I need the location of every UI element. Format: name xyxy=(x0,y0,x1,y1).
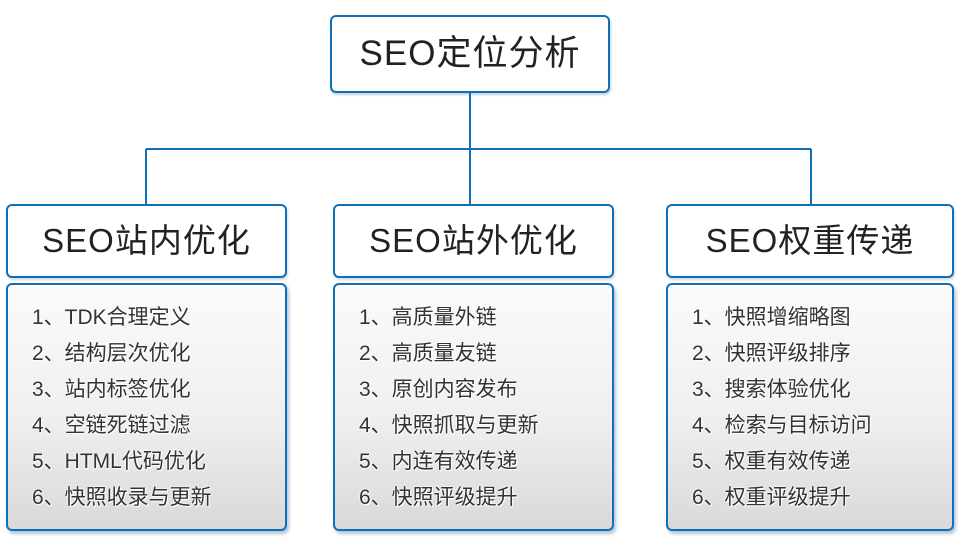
branch-items-offsite: 1、高质量外链 2、高质量友链 3、原创内容发布 4、快照抓取与更新 5、内连有… xyxy=(333,283,614,531)
list-item: 2、结构层次优化 xyxy=(32,342,191,365)
list-item: 2、高质量友链 xyxy=(359,342,497,365)
list-item: 3、搜索体验优化 xyxy=(692,378,851,401)
list-item: 5、HTML代码优化 xyxy=(32,450,206,473)
list-item: 4、快照抓取与更新 xyxy=(359,414,539,437)
list-item: 3、站内标签优化 xyxy=(32,378,191,401)
branch-node-onsite: SEO站内优化 xyxy=(6,204,287,278)
branch-items-onsite: 1、TDK合理定义 2、结构层次优化 3、站内标签优化 4、空链死链过滤 5、H… xyxy=(6,283,287,531)
list-item: 3、原创内容发布 xyxy=(359,378,518,401)
list-item: 5、权重有效传递 xyxy=(692,450,851,473)
list-item: 5、内连有效传递 xyxy=(359,450,518,473)
branch-node-offsite: SEO站外优化 xyxy=(333,204,614,278)
list-item: 1、TDK合理定义 xyxy=(32,306,191,329)
branch-items-weight: 1、快照增缩略图 2、快照评级排序 3、搜索体验优化 4、检索与目标访问 5、权… xyxy=(666,283,954,531)
list-item: 4、检索与目标访问 xyxy=(692,414,872,437)
root-node: SEO定位分析 xyxy=(330,15,610,93)
list-item: 4、空链死链过滤 xyxy=(32,414,191,437)
list-item: 1、快照增缩略图 xyxy=(692,306,851,329)
list-item: 2、快照评级排序 xyxy=(692,342,851,365)
list-item: 6、快照评级提升 xyxy=(359,486,518,509)
list-item: 6、快照收录与更新 xyxy=(32,486,212,509)
branch-node-weight: SEO权重传递 xyxy=(666,204,954,278)
list-item: 1、高质量外链 xyxy=(359,306,497,329)
list-item: 6、权重评级提升 xyxy=(692,486,851,509)
